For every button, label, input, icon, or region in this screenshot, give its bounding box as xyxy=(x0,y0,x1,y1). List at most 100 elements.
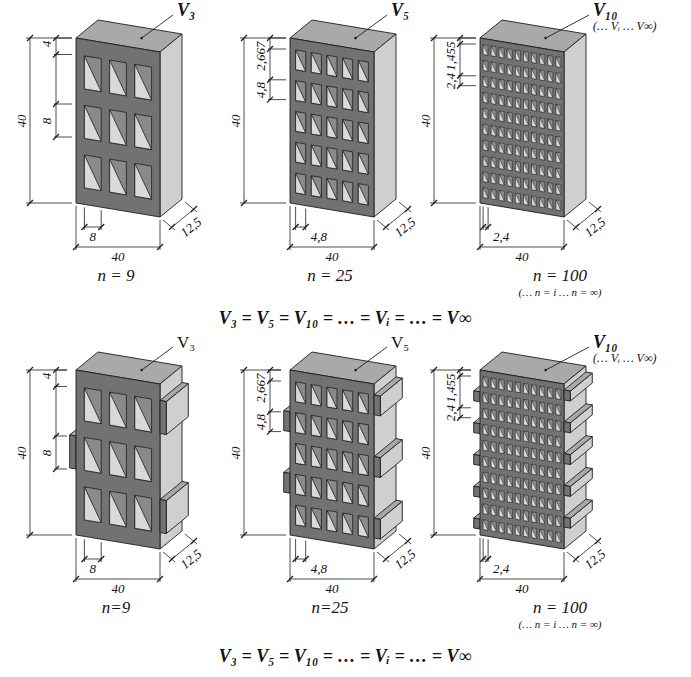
hole-inner-wall xyxy=(548,71,553,82)
block-hole xyxy=(499,174,504,185)
block-hole xyxy=(548,403,553,414)
block-hole xyxy=(327,86,337,107)
dimension-line xyxy=(290,247,374,248)
hole-inner-wall xyxy=(483,408,488,419)
hole-inner-wall xyxy=(84,155,101,191)
leader-dot xyxy=(544,369,547,372)
block-hole xyxy=(532,528,537,539)
block-hole xyxy=(515,461,520,472)
hole-inner-wall xyxy=(515,525,520,536)
hole-inner-wall xyxy=(491,505,496,516)
hole-inner-wall xyxy=(540,434,545,445)
hole-inner-wall xyxy=(540,54,545,65)
dimension-line xyxy=(480,579,564,580)
block-hole xyxy=(507,444,512,455)
block-hole xyxy=(548,467,553,478)
hole-inner-wall xyxy=(532,148,537,159)
block-front-face xyxy=(480,370,564,549)
block-hole xyxy=(483,440,488,451)
block-hole xyxy=(343,89,353,111)
hole-inner-wall xyxy=(548,467,553,478)
block-hole xyxy=(327,117,337,138)
dimension-label: 40 xyxy=(515,250,530,263)
block-hole xyxy=(507,428,512,439)
hole-inner-wall xyxy=(311,508,321,529)
hole-inner-wall xyxy=(507,176,512,187)
hole-inner-wall xyxy=(358,423,368,445)
block-hole xyxy=(532,496,537,507)
block-hole xyxy=(343,181,353,203)
block-hole xyxy=(556,168,561,179)
block-hole xyxy=(499,491,504,502)
block-hole xyxy=(515,193,520,204)
hole-inner-wall xyxy=(296,142,306,164)
hole-inner-wall xyxy=(524,131,529,142)
hole-inner-wall xyxy=(491,125,496,136)
hole-inner-wall xyxy=(532,432,537,443)
block-hole xyxy=(515,509,520,520)
block-hole xyxy=(343,482,353,504)
hole-inner-wall xyxy=(532,416,537,427)
extension-line xyxy=(268,38,286,39)
block-hole xyxy=(540,434,545,445)
block-hole xyxy=(507,492,512,503)
block-hole xyxy=(499,111,504,122)
extension-line xyxy=(458,75,476,76)
extension-line xyxy=(101,210,102,230)
block-hole xyxy=(556,484,561,495)
dimension-label: 4 xyxy=(40,40,53,49)
extension-line xyxy=(26,203,72,204)
hole-inner-wall xyxy=(499,79,504,90)
block-hole xyxy=(491,521,496,532)
hole-inner-wall xyxy=(343,89,353,111)
dimension-label: 4,8 xyxy=(310,562,328,575)
hole-inner-wall xyxy=(84,56,101,92)
hole-inner-wall xyxy=(515,446,520,457)
leader-line xyxy=(546,15,589,38)
hole-inner-wall xyxy=(358,516,368,538)
extension-line xyxy=(54,54,72,55)
dimension-label: 2,4 xyxy=(492,562,510,575)
hole-inner-wall xyxy=(532,84,537,95)
block-hole xyxy=(507,176,512,187)
extension-line xyxy=(399,534,411,544)
volume-callout: V₅ xyxy=(390,334,410,351)
tongue-front xyxy=(374,457,380,478)
block-hole xyxy=(556,120,561,131)
block-hole xyxy=(343,421,353,443)
hole-inner-wall xyxy=(499,159,504,170)
hole-inner-wall xyxy=(483,377,488,388)
block-hole xyxy=(84,105,101,141)
dimension-label: 2,667 xyxy=(254,372,267,403)
hole-inner-wall xyxy=(483,108,488,119)
tongue-top xyxy=(374,500,402,519)
block-hole xyxy=(110,491,127,527)
block-hole xyxy=(548,435,553,446)
block-hole xyxy=(358,392,368,414)
block-hole xyxy=(327,178,337,199)
hole-inner-wall xyxy=(499,427,504,438)
block-side-face xyxy=(374,34,396,217)
extension-line xyxy=(54,436,67,437)
hole-inner-wall xyxy=(491,410,496,421)
dimension-label: 40 xyxy=(419,113,432,128)
extension-line xyxy=(377,220,389,230)
block-hole xyxy=(540,149,545,160)
dimension-line xyxy=(84,559,101,560)
hole-inner-wall xyxy=(524,67,529,78)
block-hole xyxy=(507,128,512,139)
extension-line xyxy=(458,417,471,418)
block-hole xyxy=(532,401,537,412)
hole-inner-wall xyxy=(515,398,520,409)
volume-callout: V₃ xyxy=(176,334,196,351)
hole-inner-wall xyxy=(548,198,553,209)
extension-line xyxy=(54,137,72,138)
block-hole xyxy=(483,456,488,467)
block-hole xyxy=(524,479,529,490)
block-hole xyxy=(491,189,496,200)
hole-inner-wall xyxy=(491,473,496,484)
hole-inner-wall xyxy=(311,385,321,407)
hole-inner-wall xyxy=(507,128,512,139)
block-hole xyxy=(327,480,337,501)
block-hole xyxy=(556,200,561,211)
